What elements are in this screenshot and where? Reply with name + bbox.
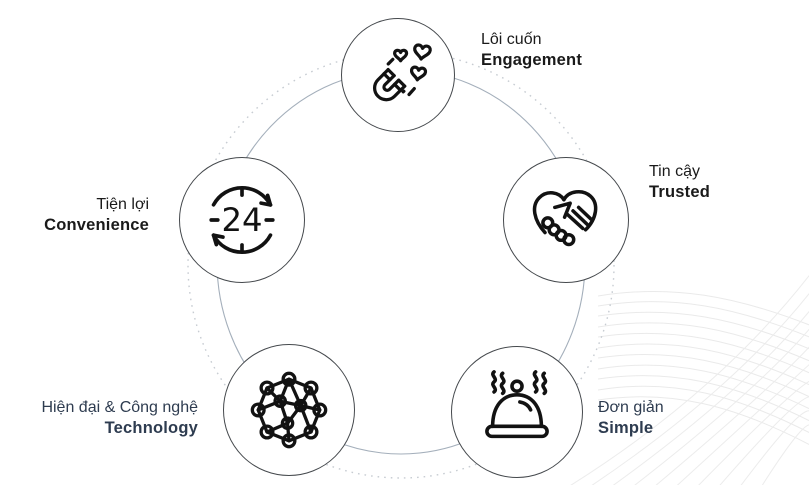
node-simple xyxy=(451,346,583,478)
simple-label: Đơn giản Simple xyxy=(598,397,664,439)
technology-label: Hiện đại & Công nghệ Technology xyxy=(0,397,198,439)
wave-mesh-shallow xyxy=(597,290,809,446)
convenience-label-en: Convenience xyxy=(44,216,149,234)
clock-24-text: 24 xyxy=(221,201,262,239)
node-trusted xyxy=(503,157,629,283)
serving-cloche-icon xyxy=(485,370,549,439)
trusted-label-vi: Tin cậy xyxy=(649,163,700,180)
trusted-label-en: Trusted xyxy=(649,183,710,201)
convenience-label: Tiện lợi Convenience xyxy=(0,194,149,236)
handshake-heart-icon xyxy=(532,190,598,247)
trusted-label: Tin cậy Trusted xyxy=(649,161,710,203)
node-convenience: 24 xyxy=(179,157,305,283)
engagement-label-en: Engagement xyxy=(481,51,583,69)
engagement-label-vi: Lôi cuốn xyxy=(481,31,542,48)
wave-mesh-steep xyxy=(570,274,809,485)
node-engagement xyxy=(341,18,455,132)
convenience-label-vi: Tiện lợi xyxy=(96,196,149,213)
technology-label-en: Technology xyxy=(104,419,198,437)
node-technology xyxy=(223,344,355,476)
network-nodes-icon xyxy=(250,371,328,449)
simple-label-vi: Đơn giản xyxy=(598,399,664,416)
engagement-label: Lôi cuốn Engagement xyxy=(481,29,582,71)
simple-label-en: Simple xyxy=(598,419,654,437)
magnet-hearts-icon xyxy=(372,43,432,102)
clock-24-icon: 24 xyxy=(209,186,275,254)
technology-label-vi: Hiện đại & Công nghệ xyxy=(41,399,198,416)
